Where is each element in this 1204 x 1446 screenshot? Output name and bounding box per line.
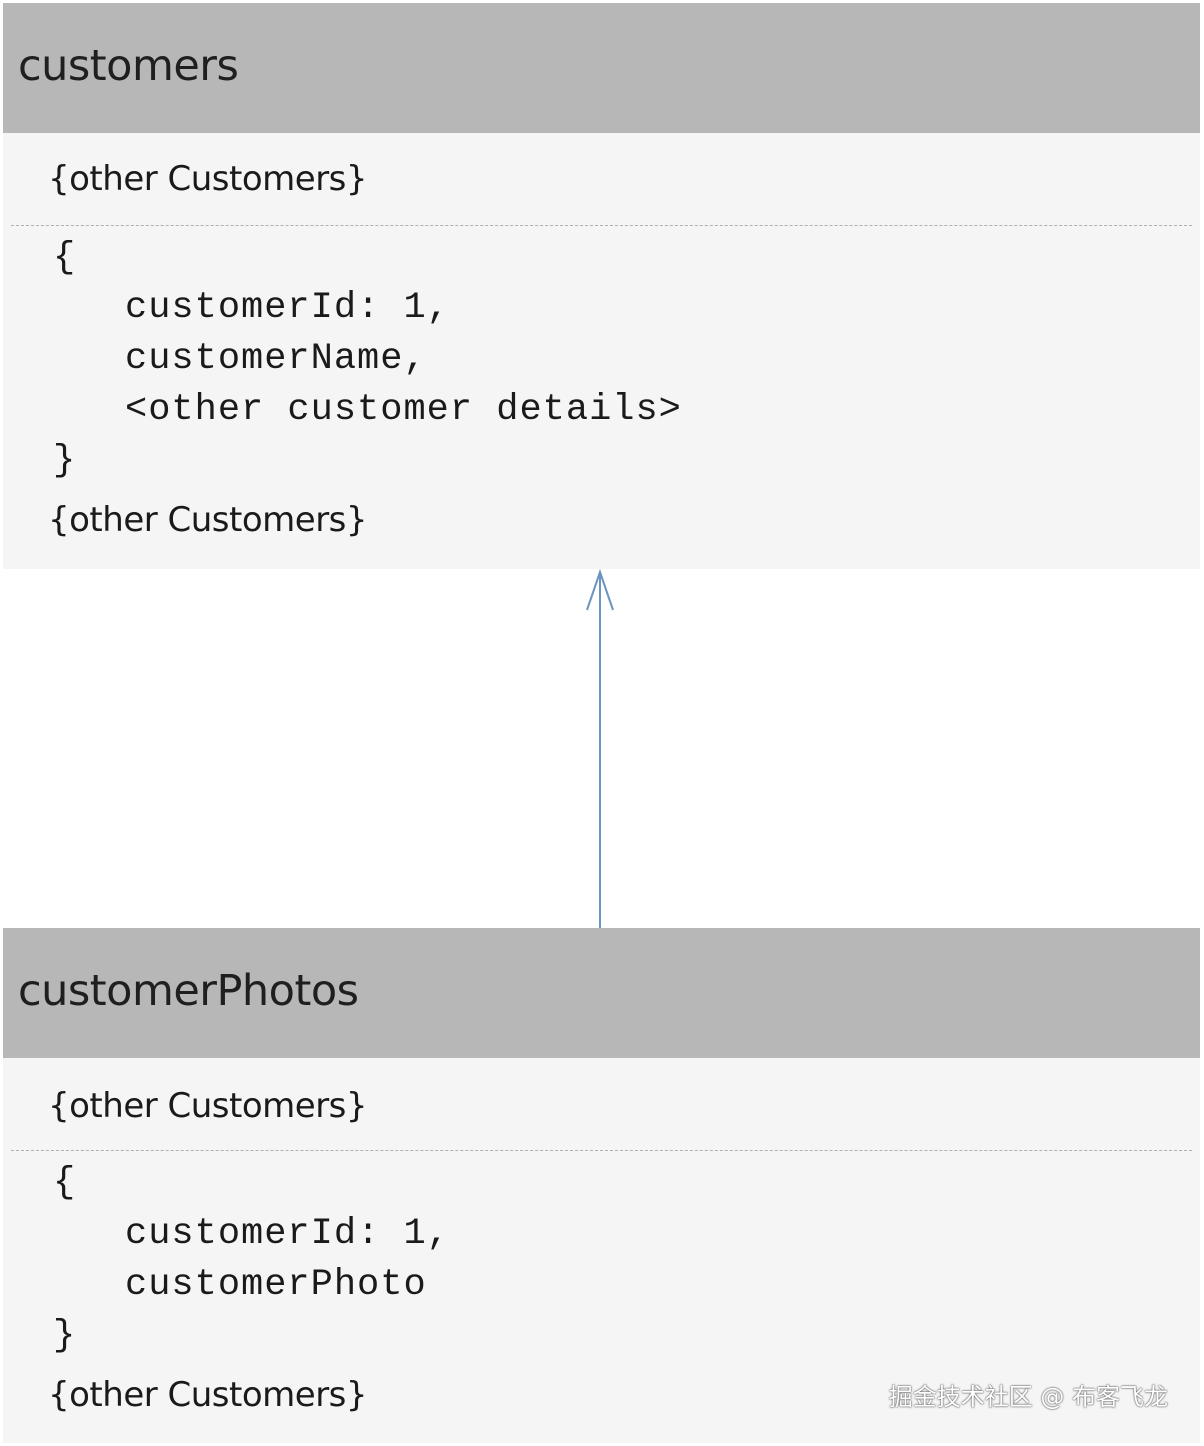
field-other-details: <other customer details> xyxy=(125,389,682,431)
other-customers-top-label: {other Customers} xyxy=(48,1086,368,1126)
field-customer-photo: customerPhoto xyxy=(125,1264,427,1306)
customer-photos-table-header: customerPhotos xyxy=(3,928,1200,1058)
customers-table: customers {other Customers} { customerId… xyxy=(3,3,1200,569)
customer-photos-table-body: {other Customers} { customerId: 1, custo… xyxy=(3,1058,1200,1443)
document-open-brace: { xyxy=(53,1162,77,1204)
watermark: 掘金技术社区 @ 布客飞龙 xyxy=(888,1383,1168,1411)
field-customer-name: customerName, xyxy=(125,338,427,380)
field-customer-id: customerId: 1, xyxy=(125,1213,450,1255)
reference-arrow-head xyxy=(586,568,614,611)
customer-photos-divider xyxy=(11,1150,1192,1151)
customer-photos-table-title: customerPhotos xyxy=(18,966,359,1016)
other-customers-bottom-label: {other Customers} xyxy=(48,1375,368,1415)
document-close-brace: } xyxy=(53,440,77,482)
other-customers-bottom-label: {other Customers} xyxy=(48,500,368,540)
customers-table-header: customers xyxy=(3,3,1200,133)
customer-photos-table: customerPhotos {other Customers} { custo… xyxy=(3,928,1200,1443)
other-customers-top-label: {other Customers} xyxy=(48,159,368,199)
document-close-brace: } xyxy=(53,1315,77,1357)
customers-table-body: {other Customers} { customerId: 1, custo… xyxy=(3,133,1200,569)
field-customer-id: customerId: 1, xyxy=(125,287,450,329)
customers-table-title: customers xyxy=(18,41,239,91)
document-open-brace: { xyxy=(53,237,77,279)
customers-divider xyxy=(11,225,1192,226)
